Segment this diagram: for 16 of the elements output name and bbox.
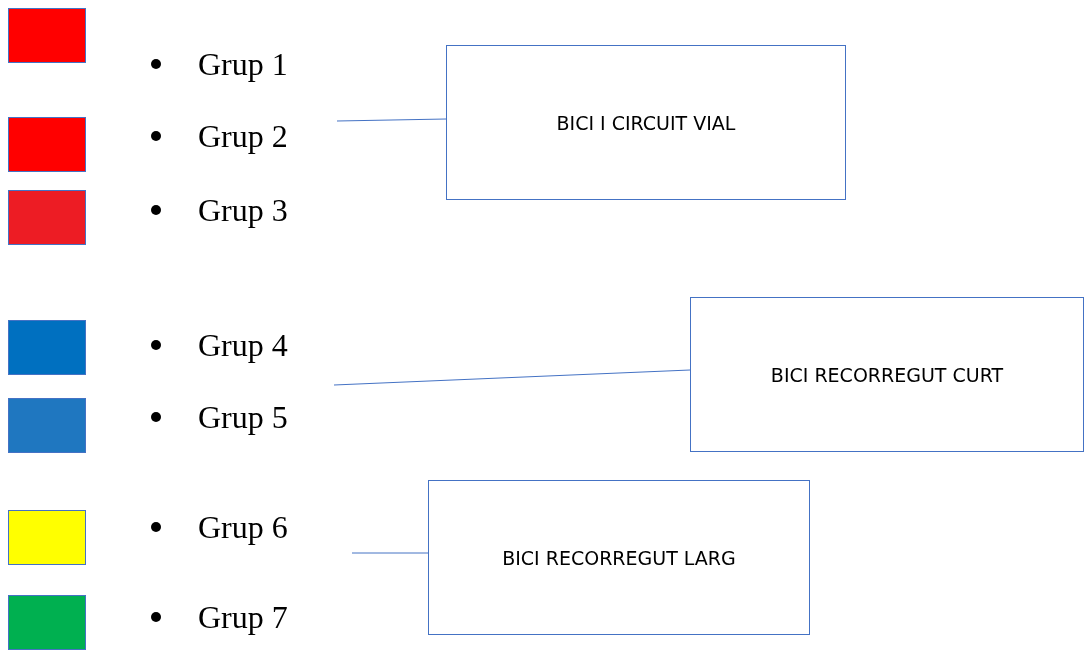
legend-label: Grup 4 — [198, 326, 288, 365]
connector-line — [333, 369, 691, 386]
label-box — [690, 297, 1084, 452]
legend-label: Grup 1 — [198, 45, 288, 84]
box-label: BICI I CIRCUIT VIAL — [556, 111, 736, 134]
legend-label: Grup 3 — [198, 191, 288, 230]
connector-line — [336, 118, 447, 122]
label-box — [446, 45, 846, 200]
legend-label: Grup 7 — [198, 598, 288, 637]
box-label: BICI RECORREGUT CURT — [770, 363, 1004, 386]
label-box — [428, 480, 810, 635]
box-label: BICI RECORREGUT LARG — [502, 546, 736, 569]
connector-line — [351, 552, 429, 554]
legend-label: Grup 2 — [198, 117, 288, 156]
legend-label: Grup 5 — [198, 398, 288, 437]
legend-label: Grup 6 — [198, 508, 288, 547]
